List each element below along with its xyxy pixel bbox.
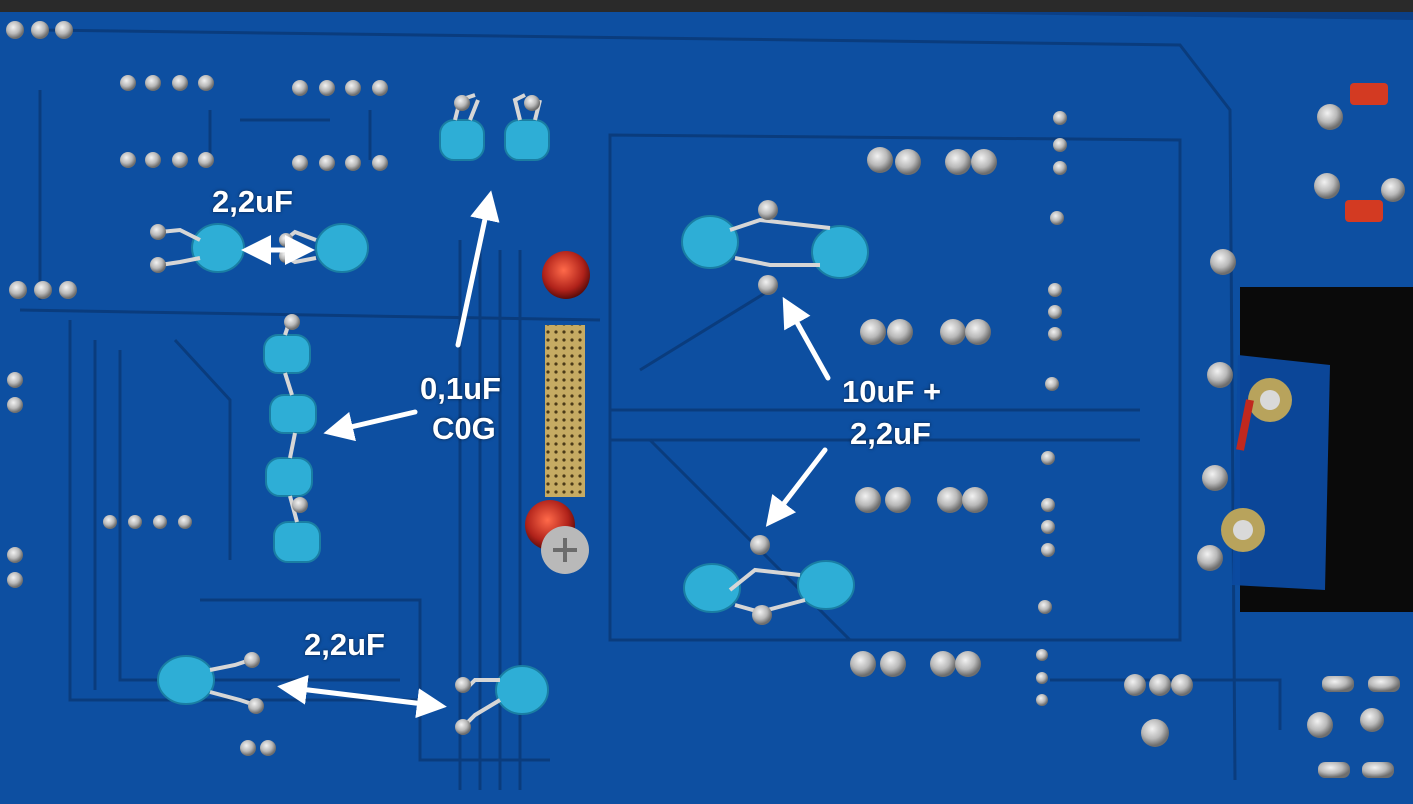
capacitor-leads (159, 93, 831, 727)
arrow-to-c0g-stack (323, 409, 418, 442)
annotation-arrows (241, 190, 831, 719)
arrow-to-right-bottom-caps (765, 447, 828, 527)
label-right-capacitance-line2: 2,2uF (850, 416, 931, 451)
label-bottom-left-capacitance: 2,2uF (304, 627, 385, 662)
label-center-dielectric: C0G (432, 411, 496, 446)
label-top-left-capacitance: 2,2uF (212, 184, 293, 219)
screw-pad-top (542, 251, 590, 299)
capacitors (157, 119, 869, 715)
solder-pads (6, 21, 1405, 778)
arrow-bottom-2-2uf (277, 674, 447, 719)
perforated-strip (545, 325, 585, 497)
arrow-to-top-caps (455, 190, 500, 348)
arrow-to-right-top-caps (782, 296, 831, 381)
label-right-capacitance-line1: 10uF + (842, 374, 942, 409)
label-center-capacitance: 0,1uF (420, 371, 501, 406)
